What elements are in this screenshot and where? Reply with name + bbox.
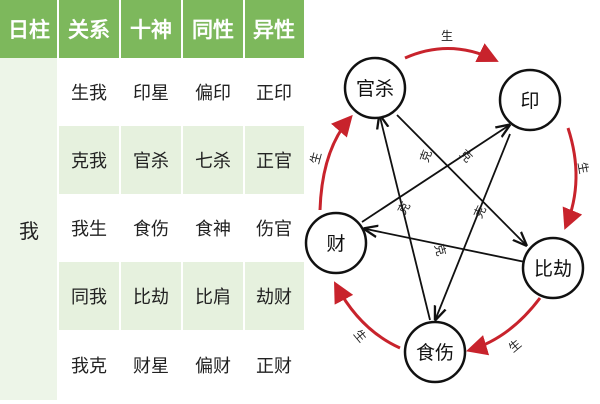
star-arrow-guansha-bijie <box>396 114 525 244</box>
node-guansha-label: 官杀 <box>356 78 394 100</box>
star-label: 克 <box>395 199 413 216</box>
five-elements-diagram: 官杀 印 比劫 食伤 财 生 生 生 生 生 克 克 克 克 克 <box>304 0 600 400</box>
ten-gods-table: 日柱 关系 十神 同性 异性 我 生我 印星 偏印 正印 克我 官杀 七杀 正官… <box>0 0 304 400</box>
cell-opposite: 伤官 <box>256 219 292 240</box>
header-same-polarity: 同性 <box>182 0 244 58</box>
cycle-arrow-guansha-yin <box>404 43 499 63</box>
cell-opposite: 正印 <box>256 83 292 104</box>
cell-opposite: 正财 <box>256 356 292 377</box>
cycle-label: 生 <box>575 161 591 175</box>
cell-ten-god: 印星 <box>133 83 169 104</box>
header-day-pillar: 日柱 <box>0 0 58 58</box>
node-shishang: 食伤 <box>403 320 467 384</box>
cycle-arrow-cai-guansha <box>318 114 353 211</box>
cell-ten-god: 官杀 <box>133 151 169 172</box>
column-divider <box>57 0 59 400</box>
cell-same: 比肩 <box>195 287 231 308</box>
cycle-label: 生 <box>351 327 369 345</box>
diagram-svg: 官杀 印 比劫 食伤 财 生 生 生 生 生 克 克 克 克 克 <box>304 29 591 384</box>
column-divider <box>181 0 183 400</box>
node-yin-label: 印 <box>520 90 539 112</box>
cell-opposite: 正官 <box>256 151 292 172</box>
header-relation: 关系 <box>58 0 120 58</box>
cell-ten-god: 财星 <box>133 356 169 377</box>
node-cai-label: 财 <box>326 233 345 255</box>
cell-relation: 克我 <box>71 151 107 172</box>
star-label: 克 <box>417 148 434 164</box>
star-arrow-shishang-guansha <box>380 117 431 321</box>
cell-ten-god: 食伤 <box>133 219 169 240</box>
star-arrow-cai-yin <box>361 126 508 223</box>
column-divider <box>243 0 245 400</box>
cell-relation: 我生 <box>71 219 107 240</box>
star-label: 克 <box>432 242 449 257</box>
cell-same: 七杀 <box>195 151 231 172</box>
cycle-arrow-shishang-cai <box>334 281 401 350</box>
self-cell: 我 <box>0 58 58 400</box>
cell-same: 食神 <box>195 219 231 240</box>
cell-ten-god: 比劫 <box>133 287 169 308</box>
cycle-arrow-bijie-shishang <box>465 297 542 356</box>
node-bijie: 比劫 <box>521 236 585 300</box>
cell-relation: 我克 <box>71 356 107 377</box>
node-guansha: 官杀 <box>343 56 407 120</box>
header-ten-gods: 十神 <box>120 0 182 58</box>
star-arrow-bijie-cai <box>366 229 526 263</box>
star-label: 克 <box>471 204 489 221</box>
cell-same: 偏印 <box>195 83 231 104</box>
cycle-label: 生 <box>308 150 325 165</box>
node-shishang-label: 食伤 <box>416 342 454 364</box>
cycle-label: 生 <box>506 337 524 355</box>
cell-relation: 同我 <box>71 287 107 308</box>
cell-opposite: 劫财 <box>256 287 292 308</box>
cycle-label: 生 <box>441 29 453 43</box>
cell-relation: 生我 <box>71 83 107 104</box>
node-cai: 财 <box>304 211 368 275</box>
column-divider <box>119 0 121 400</box>
star-arrow-yin-shishang <box>436 133 511 318</box>
cycle-arrow-yin-bijie <box>562 127 583 230</box>
header-opposite-polarity: 异性 <box>244 0 304 58</box>
node-bijie-label: 比劫 <box>534 258 572 280</box>
cell-same: 偏财 <box>195 356 231 377</box>
node-yin: 印 <box>498 68 562 132</box>
